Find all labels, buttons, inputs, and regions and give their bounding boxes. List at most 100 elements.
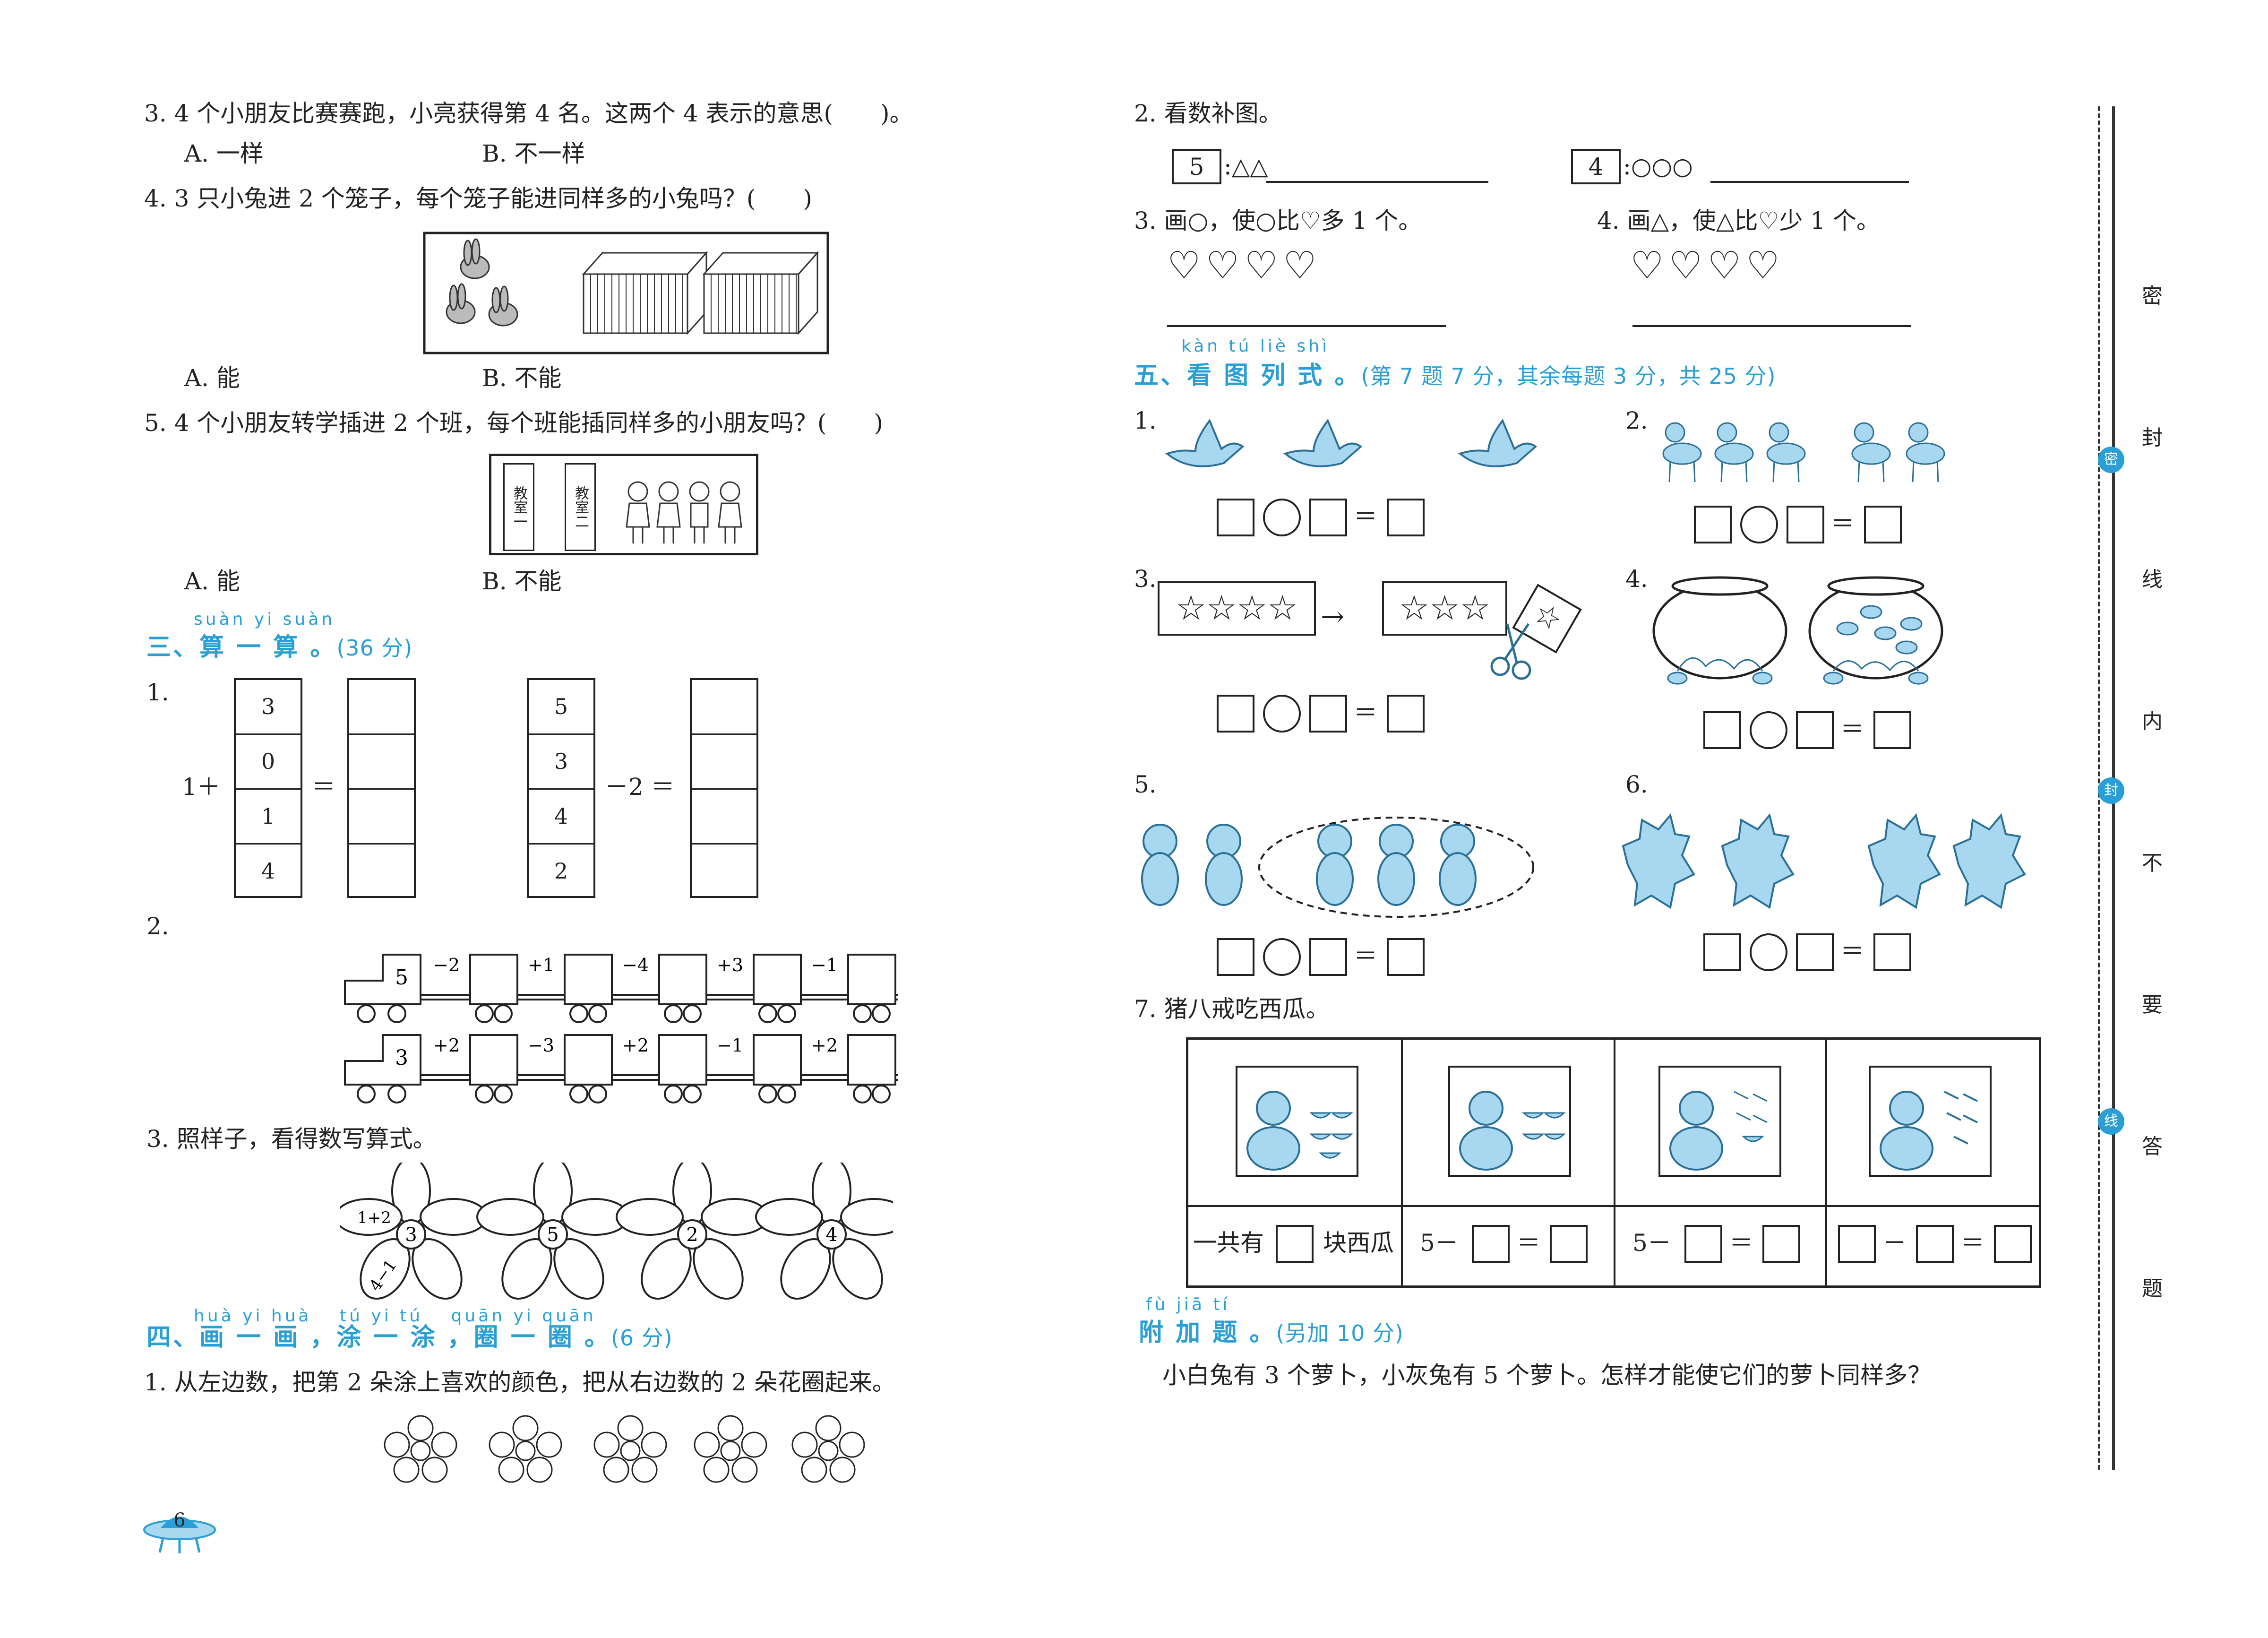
r-q4-hearts: ♡♡♡♡	[1630, 243, 1785, 287]
binding-char: 不	[2142, 851, 2163, 875]
q7-cell1-a: 一共有	[1193, 1229, 1264, 1257]
s3q1-col2-cell: 5	[529, 680, 593, 735]
scissors-icon	[1490, 623, 1531, 680]
q7-answer-box[interactable]	[1550, 1225, 1588, 1263]
q5-option-b[interactable]: B. 不能	[482, 568, 562, 595]
flower-icon	[489, 1415, 562, 1483]
flower-center: 5	[547, 1224, 558, 1246]
children-icon	[626, 481, 742, 543]
q4-option-b[interactable]: B. 不能	[482, 364, 562, 392]
s3q1-col2-cell: 3	[529, 735, 593, 790]
binding-char: 题	[2142, 1276, 2163, 1301]
section4-pinyin: huà yi huà tú yi tú quān yi quān	[194, 1306, 596, 1326]
s3q1-col2-cell: 2	[554, 858, 568, 884]
item2-label: 2.	[1625, 407, 1648, 434]
q7-answer-box[interactable]	[1994, 1225, 2032, 1263]
r-q2-number-2: 4	[1571, 149, 1621, 184]
s3q1-eq: ＝	[312, 773, 335, 801]
flower-icon	[384, 1415, 457, 1483]
train2-op: +2	[433, 1035, 460, 1056]
q5-option-a[interactable]: A. 能	[184, 568, 240, 595]
binding-char: 线	[2142, 568, 2163, 592]
bears-picture	[1141, 817, 1534, 918]
train1-op: −2	[433, 955, 460, 975]
q4-option-a[interactable]: A. 能	[184, 364, 240, 392]
q3-text: 3. 4 个小朋友比赛赛跑，小亮获得第 4 名。这两个 4 表示的意思( )。	[144, 100, 913, 127]
train-2: 3 +2 −3 +2 −1 +2	[344, 1034, 898, 1103]
flower-center: 4	[825, 1224, 837, 1246]
q7-minus: －	[1883, 1229, 1907, 1257]
q7-five-minus: 5－	[1632, 1229, 1671, 1257]
flower-icon	[340, 1163, 488, 1300]
item3-stars-after: ☆☆☆	[1382, 581, 1507, 636]
r-q2-shapes-2: :○○○	[1623, 153, 1693, 180]
binding-char: 答	[2142, 1135, 2163, 1159]
q7-text: 7. 猪八戒吃西瓜。	[1134, 995, 1330, 1023]
item3-stars-before: ☆☆☆☆	[1158, 581, 1316, 636]
q5-text: 5. 4 个小朋友转学插进 2 个班，每个班能插同样多的小朋友吗？( )	[144, 409, 883, 437]
bonus-pinyin: fù jiā tí	[1146, 1295, 1230, 1314]
wheel-icon	[357, 1085, 891, 1103]
small-flowers-row[interactable]	[378, 1411, 874, 1489]
train2-op: +2	[622, 1035, 649, 1056]
r-q2-text: 2. 看数补图。	[1134, 100, 1282, 127]
classroom-door-2: 教室二	[565, 463, 596, 551]
flower-icon	[476, 1163, 629, 1300]
q3-option-a[interactable]: A. 一样	[184, 140, 264, 167]
s3q1-col1: 3 0 1 4	[234, 678, 302, 898]
fish-icon	[1836, 605, 1923, 655]
section4-title: 四、画 一 画 ，涂 一 涂 ，圈 一 圈 。(6 分)	[146, 1323, 673, 1352]
page-number: 6	[173, 1509, 185, 1531]
binding-char: 内	[2142, 709, 2163, 733]
r-q2-answer-line-1[interactable]	[1266, 181, 1488, 183]
item5-label: 5.	[1134, 771, 1157, 798]
s3q3-text: 3. 照样子，看得数写算式。	[146, 1125, 437, 1153]
train-1: 5 −2 +1 −4 +3 −1	[344, 954, 898, 1023]
pigsy-watermelon-picture	[1869, 1066, 1992, 1177]
q7-answer-box[interactable]	[1762, 1225, 1800, 1263]
q7-answer-box[interactable]	[1916, 1225, 1954, 1263]
train2-start: 3	[395, 1046, 408, 1070]
train2-op: −1	[717, 1035, 743, 1056]
q7-table: 一共有 块西瓜 5－ ＝ 5－ ＝ － ＝	[1186, 1037, 2041, 1288]
q7-eq: ＝	[1517, 1229, 1540, 1257]
q3-option-b[interactable]: B. 不一样	[482, 140, 585, 167]
rabbits-cages-picture	[423, 232, 829, 354]
q7-five-minus: 5－	[1420, 1229, 1459, 1257]
arrow-icon: →	[1321, 600, 1345, 633]
flower-center: 2	[686, 1224, 698, 1246]
r-q2-answer-line-2[interactable]	[1710, 181, 1909, 183]
s3q2-label: 2.	[146, 913, 169, 940]
train1-start: 5	[395, 966, 408, 990]
r-q3-answer-line[interactable]	[1167, 325, 1446, 327]
q7-answer-box[interactable]	[1276, 1225, 1314, 1263]
classroom-picture: 教室一 教室二	[489, 454, 758, 555]
flower-icon	[791, 1415, 865, 1483]
r-q2-number-1: 5	[1172, 149, 1221, 184]
q7-answer-box[interactable]	[1838, 1225, 1876, 1263]
s3q1-label: 1.	[146, 679, 169, 706]
train2-op: −3	[528, 1035, 554, 1056]
bird-icon	[1165, 418, 1538, 467]
s3q1-answer-col2[interactable]	[690, 678, 758, 898]
item4-label: 4.	[1625, 565, 1648, 593]
flower-icon	[616, 1163, 769, 1300]
hedgehog-icon	[1622, 813, 2026, 909]
fishbowls-picture	[1652, 576, 1943, 685]
binding-char: 密	[2142, 284, 2163, 308]
binding-seal: 线	[2098, 1108, 2124, 1135]
r-q4-answer-line[interactable]	[1632, 325, 1911, 327]
section5-pinyin: kàn tú liè shì	[1181, 336, 1330, 356]
binding-char: 封	[2142, 426, 2163, 450]
item6-label: 6.	[1625, 771, 1648, 798]
q7-answer-box[interactable]	[1472, 1225, 1510, 1263]
r-q4-text: 4. 画△，使△比♡少 1 个。	[1597, 207, 1880, 234]
cage-icon	[582, 251, 708, 335]
q4-text: 4. 3 只小兔进 2 个笼子，每个笼子能进同样多的小兔吗？( )	[144, 185, 812, 212]
s3q1-col2: 5 3 4 2	[527, 678, 595, 898]
q7-answer-box[interactable]	[1684, 1225, 1722, 1263]
s3q1-answer-col1[interactable]	[347, 678, 416, 898]
flower-icon	[593, 1415, 667, 1483]
q7-eq: ＝	[1729, 1229, 1753, 1257]
item3-label: 3.	[1134, 565, 1157, 593]
